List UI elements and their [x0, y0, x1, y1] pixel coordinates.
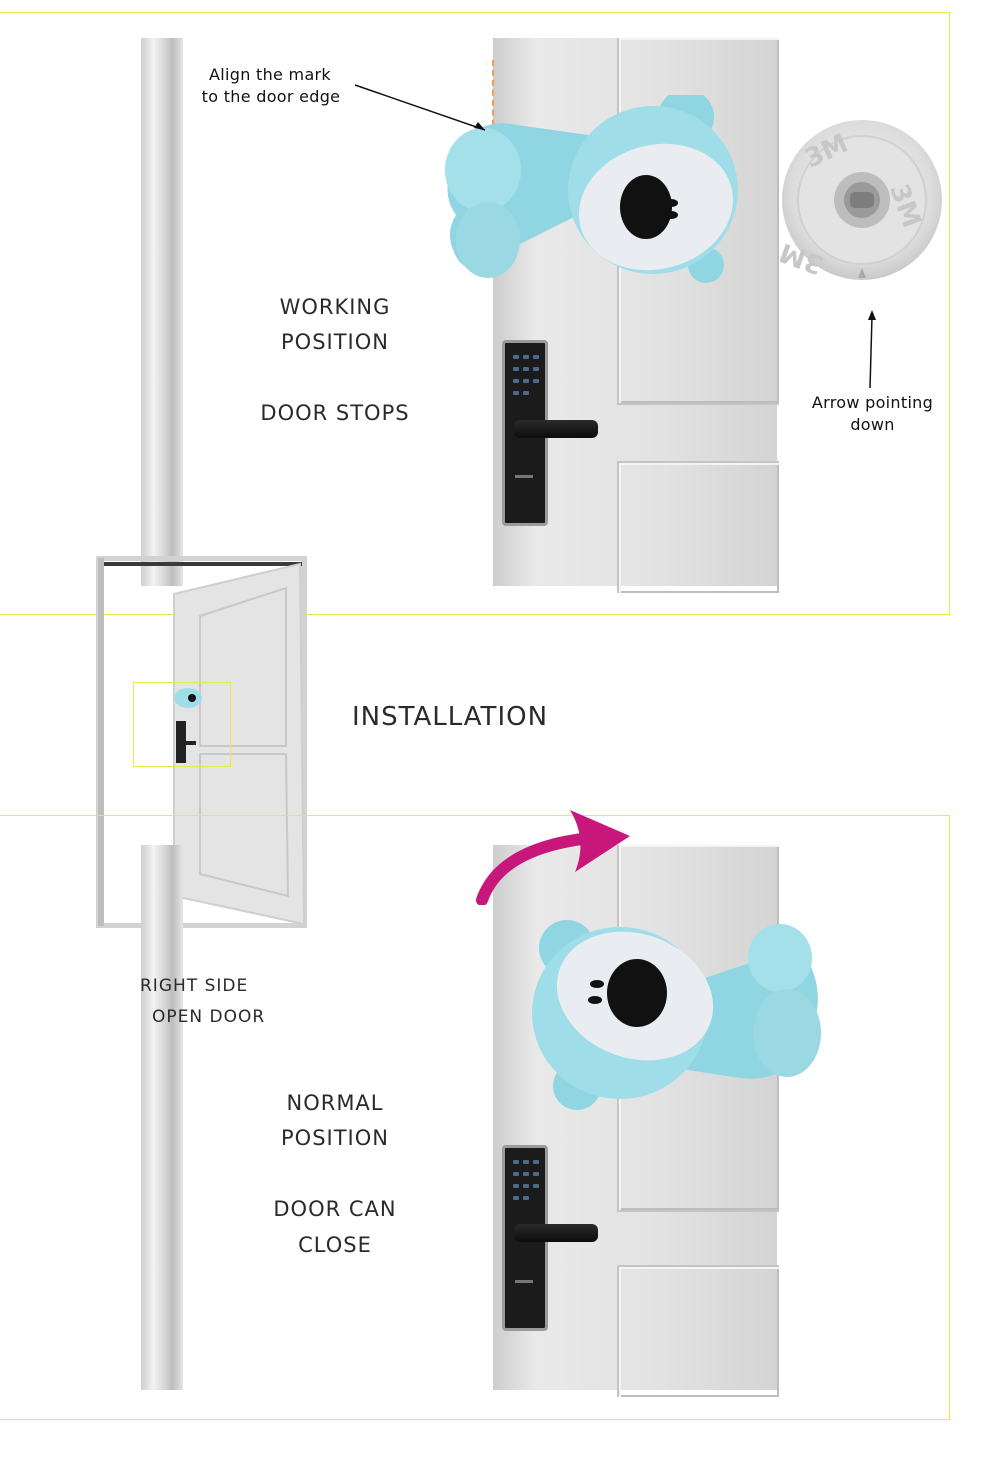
align-note-line1: Align the mark: [209, 65, 331, 84]
bear-door-stopper-normal: [532, 920, 821, 1110]
working-position-line1: WORKING: [279, 295, 391, 319]
bottom-panel-outline: [0, 815, 950, 1420]
installation-title: INSTALLATION: [351, 702, 549, 732]
open-door-illustration: [96, 556, 307, 928]
arrow-note-line1: Arrow pointing: [811, 393, 934, 412]
top-panel-top-line: [0, 12, 900, 13]
door-can-close-line2: CLOSE: [298, 1233, 372, 1257]
rotate-arrow-icon: [476, 810, 630, 905]
door-bottom-lower-panel: [617, 1265, 779, 1397]
door-top-lower-panel: [617, 461, 779, 593]
door-handle-bottom: [514, 1224, 598, 1242]
door-can-close-line1: DOOR CAN: [273, 1197, 397, 1221]
door-frame-post-top: [141, 38, 183, 586]
door-stops-label: DOOR STOPS: [260, 401, 410, 425]
normal-position-line2: POSITION: [281, 1126, 389, 1150]
align-note-line2: to the door edge: [201, 87, 341, 106]
align-note-pointer: [354, 84, 486, 131]
right-side-line2: OPEN DOOR: [152, 1007, 266, 1027]
door-handle-top: [514, 420, 598, 438]
arrow-note-pointer: [868, 310, 876, 389]
arrow-note-line2: down: [850, 415, 895, 434]
adhesive-pad-3m: 3M 3M 3M: [780, 120, 942, 280]
bear-door-stopper-working: [445, 95, 738, 283]
working-position-line2: POSITION: [281, 330, 389, 354]
door-frame-post-bottom: [141, 845, 183, 1390]
right-side-line1: RIGHT SIDE: [140, 976, 249, 996]
normal-position-line1: NORMAL: [286, 1091, 384, 1115]
detail-highlight-box: [133, 682, 231, 767]
